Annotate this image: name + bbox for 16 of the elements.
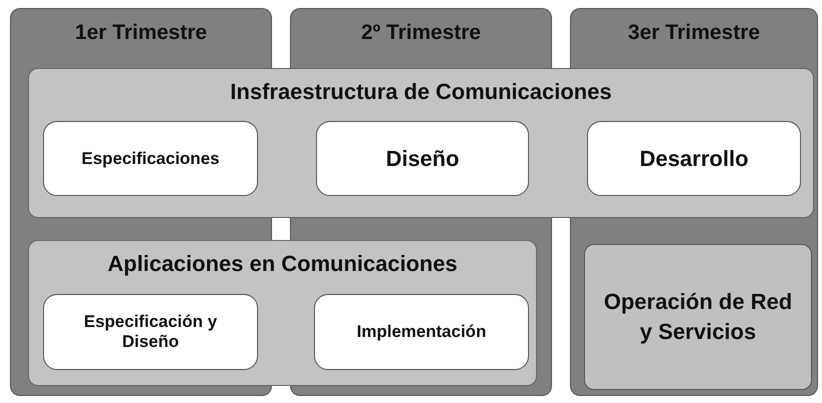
task-box: Diseño — [316, 121, 529, 196]
column-heading: 1er Trimestre — [75, 21, 207, 45]
task-box: Especificación y Diseño — [43, 294, 258, 370]
column-heading: 3er Trimestre — [628, 21, 760, 45]
task-box: Operación de Red y Servicios — [584, 244, 812, 390]
task-box: Especificaciones — [43, 121, 258, 196]
band-heading: Insfraestructura de Comunicaciones — [230, 79, 612, 105]
quarter-header — [10, 8, 272, 64]
band-heading: Aplicaciones en Comunicaciones — [108, 251, 458, 277]
column-heading: 2º Trimestre — [361, 21, 481, 45]
quarter-header — [290, 8, 552, 64]
quarter-header — [570, 8, 818, 64]
task-box: Implementación — [314, 294, 529, 370]
task-box: Desarrollo — [587, 121, 801, 196]
work-band — [28, 68, 814, 218]
work-band — [28, 240, 537, 386]
